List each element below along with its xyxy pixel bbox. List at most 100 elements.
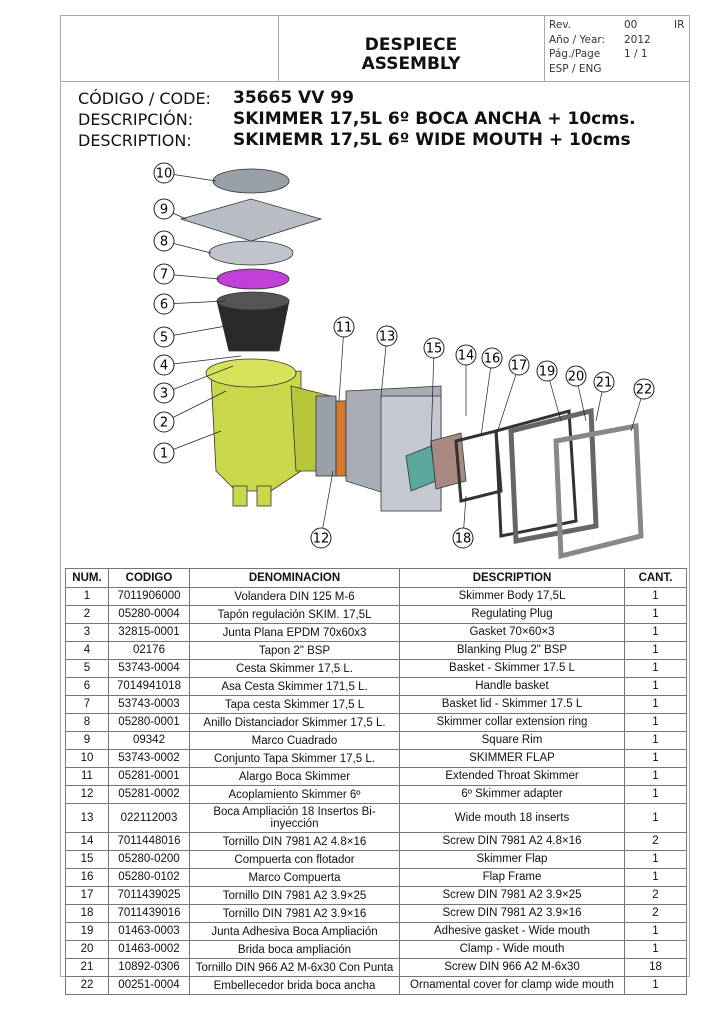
callout-number: 3 — [160, 387, 168, 402]
cell-cant: 2 — [624, 886, 687, 905]
leader-line — [430, 347, 435, 447]
cell-cant: 18 — [624, 958, 687, 977]
cell-num: 8 — [65, 713, 109, 732]
cell-num: 9 — [65, 731, 109, 750]
callout-2: 2 — [153, 390, 227, 433]
cell-codigo: 09342 — [108, 731, 190, 750]
cell-description: Screw DIN 966 A2 M-6x30 — [399, 958, 625, 977]
cell-codigo: 7014941018 — [108, 677, 190, 696]
callout-number: 16 — [484, 352, 501, 367]
cell-denominacion: Cesta Skimmer 17,5 L. — [189, 659, 400, 678]
callout-circle — [153, 263, 175, 285]
cell-cant: 1 — [624, 749, 687, 768]
callout-circle — [376, 325, 398, 347]
leader-line — [163, 355, 242, 366]
callout-number: 21 — [596, 376, 613, 391]
cell-description: Clamp - Wide mouth — [399, 940, 625, 959]
cell-cant: 1 — [624, 767, 687, 786]
callout-circle — [333, 316, 355, 338]
callout-22: 22 — [630, 378, 655, 432]
callout-number: 19 — [539, 365, 556, 380]
cell-denominacion: Junta Adhesiva Boca Ampliación — [189, 922, 400, 941]
callout-number: 7 — [160, 268, 168, 283]
cell-cant: 1 — [624, 850, 687, 869]
leader-line — [495, 364, 520, 437]
callout-11: 11 — [333, 316, 355, 402]
cell-codigo: 7011439016 — [108, 904, 190, 923]
cell-denominacion: Alargo Boca Skimmer — [189, 767, 400, 786]
callout-16: 16 — [480, 347, 503, 437]
callout-number: 4 — [160, 359, 168, 374]
callout-circle — [153, 230, 175, 252]
callout-9: 9 — [153, 198, 187, 220]
cell-codigo: 7011906000 — [108, 587, 190, 606]
cell-description: 6º Skimmer adapter — [399, 785, 625, 804]
callout-number: 18 — [455, 532, 472, 547]
cell-denominacion: Tornillo DIN 966 A2 M-6x30 Con Punta — [189, 958, 400, 977]
cell-codigo: 05280-0004 — [108, 605, 190, 624]
cell-denominacion: Marco Cuadrado — [189, 731, 400, 750]
callout-10: 10 — [153, 162, 217, 184]
cell-codigo: 022112003 — [108, 803, 190, 833]
col-description: DESCRIPTION — [399, 568, 625, 588]
cell-description: Extended Throat Skimmer — [399, 767, 625, 786]
callout-15: 15 — [423, 337, 445, 447]
cell-denominacion: Anillo Distanciador Skimmer 17,5 L. — [189, 713, 400, 732]
cell-num: 21 — [65, 958, 109, 977]
cell-description: Skimmer Flap — [399, 850, 625, 869]
callout-circle — [481, 347, 503, 369]
page-label: Pág./Page — [549, 48, 601, 60]
cell-codigo: 02176 — [108, 641, 190, 660]
cell-description: Gasket 70×60×3 — [399, 623, 625, 642]
cell-codigo: 05280-0102 — [108, 868, 190, 887]
cell-denominacion: Tornillo DIN 7981 A2 4.8×16 — [189, 832, 400, 851]
parts — [179, 168, 644, 560]
cell-num: 20 — [65, 940, 109, 959]
leader-line — [480, 357, 493, 437]
cell-num: 7 — [65, 695, 109, 714]
callout-number: 11 — [336, 321, 353, 336]
cell-denominacion: Volandera DIN 125 M-6 — [189, 587, 400, 606]
callout-21: 21 — [593, 371, 615, 422]
cell-num: 2 — [65, 605, 109, 624]
leader-line — [163, 390, 227, 423]
product-desc-es: SKIMMER 17,5L 6º BOCA ANCHA + 10cms. — [233, 109, 636, 129]
callout-number: 13 — [379, 330, 396, 345]
cell-denominacion: Tapa cesta Skimmer 17,5 L — [189, 695, 400, 714]
cell-cant: 1 — [624, 803, 687, 833]
callout-number: 12 — [313, 532, 330, 547]
rev-author: IR — [674, 19, 685, 31]
cell-codigo: 05280-0001 — [108, 713, 190, 732]
cell-description: Basket lid - Skimmer 17.5 L — [399, 695, 625, 714]
callout-circle — [508, 354, 530, 376]
callout-circle — [452, 527, 474, 549]
cell-codigo: 53743-0002 — [108, 749, 190, 768]
cell-num: 6 — [65, 677, 109, 696]
cell-cant: 1 — [624, 922, 687, 941]
cell-num: 19 — [65, 922, 109, 941]
callout-number: 20 — [568, 370, 585, 385]
callout-3: 3 — [153, 365, 234, 404]
callout-7: 7 — [153, 263, 220, 285]
cell-description: Regulating Plug — [399, 605, 625, 624]
callout-number: 5 — [160, 331, 168, 346]
cell-denominacion: Acoplamiento Skimmer 6º — [189, 785, 400, 804]
callout-17: 17 — [495, 354, 530, 437]
cell-codigo: 53743-0004 — [108, 659, 190, 678]
callout-13: 13 — [376, 325, 398, 397]
cell-cant: 1 — [624, 605, 687, 624]
callout-circle — [153, 354, 175, 376]
cell-num: 11 — [65, 767, 109, 786]
page-value: 1 / 1 — [624, 48, 648, 60]
cell-cant: 1 — [624, 695, 687, 714]
cell-codigo: 10892-0306 — [108, 958, 190, 977]
cell-description: Skimmer collar extension ring — [399, 713, 625, 732]
